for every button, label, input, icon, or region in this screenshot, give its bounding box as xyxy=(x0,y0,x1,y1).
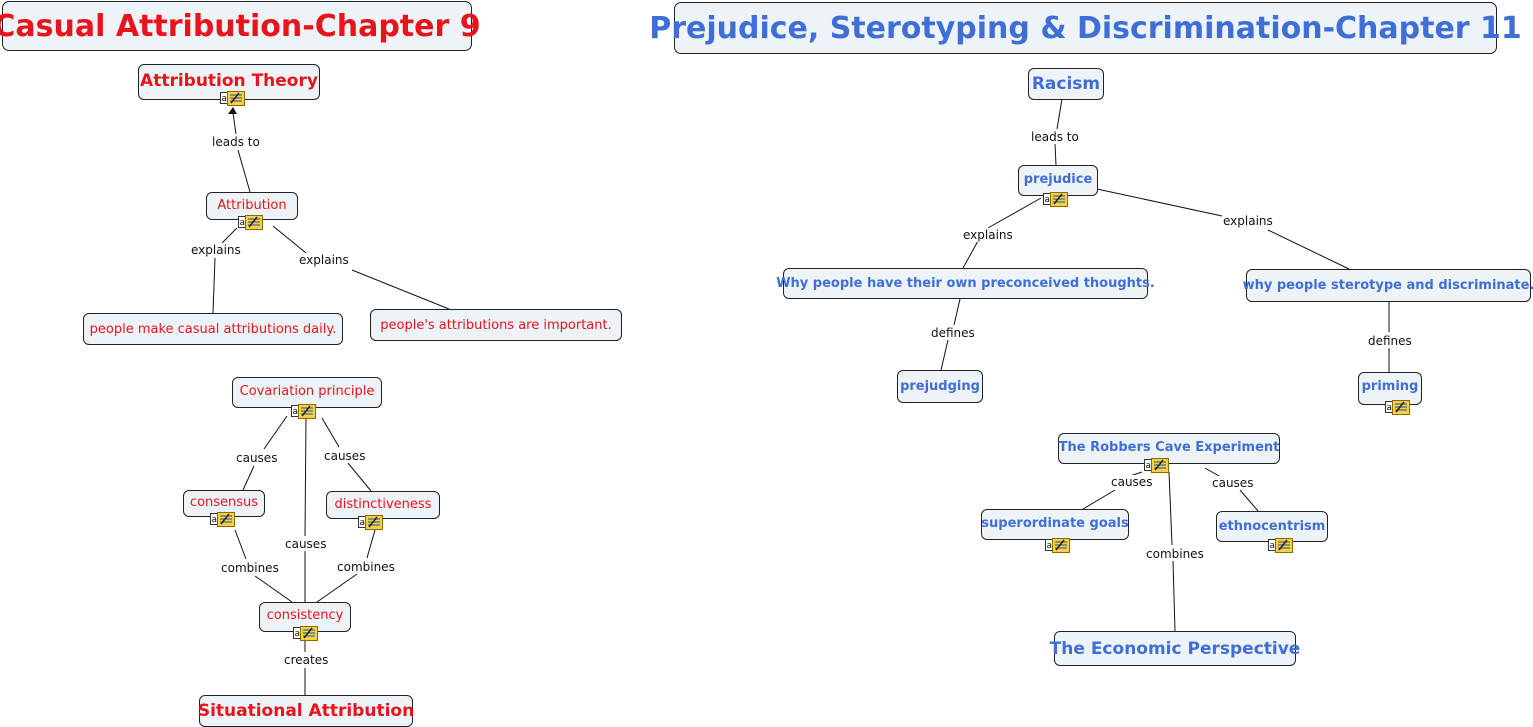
link-explains[interactable]: explains xyxy=(1222,214,1274,228)
edge-combines-economic xyxy=(1172,560,1176,632)
resource-note-icon[interactable]: a xyxy=(238,214,264,231)
edge-covariation-causes-middle xyxy=(304,417,307,537)
edge-attribution-explains-right xyxy=(272,225,307,254)
svg-text:a: a xyxy=(1270,541,1276,551)
concept-racism[interactable]: Racism xyxy=(1028,68,1104,100)
link-leads-to[interactable]: leads to xyxy=(1030,130,1080,144)
edge-robbers-causes-right xyxy=(1204,467,1220,477)
resource-note-icon[interactable]: a xyxy=(1268,537,1294,554)
svg-text:a: a xyxy=(1387,403,1393,413)
edge-explains-daily xyxy=(212,257,216,314)
edge-causes-consensus xyxy=(242,465,255,491)
edge-combines-consistency-right xyxy=(316,573,358,603)
resource-note-icon[interactable]: a xyxy=(1144,457,1170,474)
concept-preconceived-thoughts[interactable]: Why people have their own preconceived t… xyxy=(776,268,1155,299)
concept-consensus[interactable]: consensus xyxy=(183,490,265,517)
link-explains[interactable]: explains xyxy=(298,253,350,267)
svg-text:a: a xyxy=(1047,541,1053,551)
link-causes[interactable]: causes xyxy=(1211,476,1255,490)
resource-note-icon[interactable]: a xyxy=(1045,537,1071,554)
concept-prejudging[interactable]: prejudging xyxy=(897,370,983,403)
edge-causes-superordinate xyxy=(1082,489,1116,510)
concept-robbers-cave-experiment[interactable]: The Robbers Cave Experiment xyxy=(1058,433,1280,464)
resource-note-icon[interactable]: a xyxy=(210,511,236,528)
edge-leads-to-attribution xyxy=(237,149,251,193)
edge-combines-consistency-left xyxy=(254,575,293,603)
edge-preconceived-defines xyxy=(953,298,961,326)
link-causes[interactable]: causes xyxy=(323,449,367,463)
edge-causes-distinctiveness xyxy=(347,462,372,492)
resource-note-icon[interactable]: a xyxy=(220,90,246,107)
resource-note-icon[interactable]: a xyxy=(1385,399,1411,416)
link-combines[interactable]: combines xyxy=(220,561,280,575)
link-causes[interactable]: causes xyxy=(284,537,328,551)
edge-racism-leads-to xyxy=(1056,98,1063,130)
edge-attribution-explains-left xyxy=(221,227,238,244)
resource-note-icon[interactable]: a xyxy=(291,403,317,420)
svg-text:a: a xyxy=(212,515,218,525)
link-causes[interactable]: causes xyxy=(235,451,279,465)
link-combines[interactable]: combines xyxy=(336,560,396,574)
link-defines[interactable]: defines xyxy=(1367,334,1413,348)
concept-economic-perspective[interactable]: The Economic Perspective xyxy=(1050,631,1300,666)
svg-text:a: a xyxy=(360,518,366,528)
concept-ethnocentrism[interactable]: ethnocentrism xyxy=(1216,511,1328,542)
edge-covariation-causes-left xyxy=(263,415,288,450)
concept-priming[interactable]: priming xyxy=(1358,372,1422,405)
edge-explains-sterotype xyxy=(1267,229,1350,270)
edge-defines-prejudging xyxy=(940,339,949,371)
edge-causes-ethnocentrism xyxy=(1239,489,1259,512)
svg-text:a: a xyxy=(1045,195,1051,205)
edge-explains-important xyxy=(351,269,450,310)
concept-causal-attributions-daily[interactable]: people make casual attributions daily. xyxy=(83,313,343,345)
map-title-causal-attribution[interactable]: Casual Attribution-Chapter 9 xyxy=(0,1,481,51)
resource-note-icon[interactable]: a xyxy=(1043,191,1069,208)
edge-consensus-combines xyxy=(234,529,247,560)
link-creates[interactable]: creates xyxy=(283,653,330,667)
concept-sterotype-discriminate[interactable]: why people sterotype and discriminate. xyxy=(1243,269,1533,302)
edge-prejudice-explains-right xyxy=(1096,188,1223,217)
link-causes[interactable]: causes xyxy=(1110,475,1154,489)
resource-note-icon[interactable]: a xyxy=(293,625,319,642)
edge-leads-to-prejudice xyxy=(1054,143,1057,166)
concept-superordinate-goals[interactable]: superordinate goals xyxy=(981,509,1129,540)
link-explains[interactable]: explains xyxy=(190,243,242,257)
link-combines[interactable]: combines xyxy=(1145,547,1205,561)
edge-robbers-combines xyxy=(1168,471,1173,546)
link-defines[interactable]: defines xyxy=(930,326,976,340)
link-explains[interactable]: explains xyxy=(962,228,1014,242)
svg-text:a: a xyxy=(1146,461,1152,471)
resource-note-icon[interactable]: a xyxy=(358,514,384,531)
svg-text:a: a xyxy=(222,94,228,104)
edge-distinctiveness-combines xyxy=(366,529,376,559)
svg-text:a: a xyxy=(240,218,246,228)
svg-text:a: a xyxy=(293,407,299,417)
arrowhead-icon xyxy=(228,107,237,114)
map-title-prejudice[interactable]: Prejudice, Sterotyping & Discrimination-… xyxy=(649,2,1522,54)
edge-covariation-causes-right xyxy=(321,417,340,448)
edge-attribution-theory-leads-to xyxy=(232,112,237,135)
edge-prejudice-explains-left xyxy=(987,197,1042,229)
concept-situational-attribution[interactable]: Situational Attribution xyxy=(198,695,414,727)
concept-distinctiveness[interactable]: distinctiveness xyxy=(326,491,440,519)
concept-attributions-important[interactable]: people's attributions are important. xyxy=(370,309,622,341)
svg-text:a: a xyxy=(295,629,301,639)
edge-explains-preconceived xyxy=(962,240,979,269)
link-leads-to[interactable]: leads to xyxy=(211,135,261,149)
